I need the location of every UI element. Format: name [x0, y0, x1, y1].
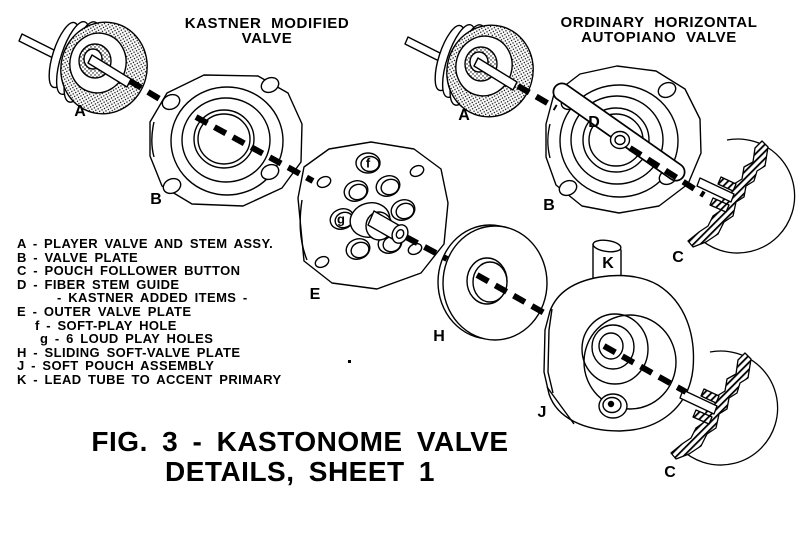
part-b-valve-plate-left [149, 74, 303, 207]
part-label-h: H [433, 328, 445, 345]
figure-caption: FIG. 3 - KASTONOME VALVE DETAILS, SHEET … [58, 427, 542, 487]
legend-line-f: f - SOFT-PLAY HOLE [35, 317, 177, 333]
legend-line-d: D - FIBER STEM GUIDE [17, 276, 180, 292]
legend-line-e: E - OUTER VALVE PLATE [17, 303, 192, 319]
part-label-d: D [588, 114, 600, 131]
part-label-j: J [537, 404, 547, 421]
part-j-soft-pouch-assembly [543, 239, 695, 432]
figure-caption-line2: DETAILS, SHEET 1 [165, 456, 435, 487]
right-diagram-title-line1: ORDINARY HORIZONTAL [560, 14, 758, 31]
legend-line-kastner-added: - KASTNER ADDED ITEMS - [57, 290, 248, 306]
part-a-player-valve [18, 20, 148, 115]
part-label-g: g [337, 211, 345, 227]
part-a-player-valve-right [404, 14, 545, 128]
part-label-f: f [365, 155, 371, 171]
legend-line-j: J - SOFT POUCH ASSEMBLY [17, 358, 215, 374]
stray-dot [348, 360, 351, 363]
left-diagram-title-line1: KASTNER MODIFIED [184, 15, 350, 32]
part-label-b-right: B [543, 197, 555, 214]
part-c-pouch-follower-button-right [687, 138, 796, 254]
right-diagram-title-line2: AUTOPIANO VALVE [581, 29, 737, 46]
figure-caption-line1: FIG. 3 - KASTONOME VALVE [91, 426, 509, 457]
right-diagram-title: ORDINARY HORIZONTAL AUTOPIANO VALVE [553, 15, 765, 45]
legend-line-g: g - 6 LOUD PLAY HOLES [40, 331, 214, 347]
part-label-e: E [309, 286, 321, 303]
part-b-valve-plate-right [545, 65, 702, 214]
legend-line-a: A - PLAYER VALVE AND STEM ASSY. [17, 236, 274, 251]
part-label-c-right: C [672, 249, 684, 266]
part-label-k: K [602, 255, 614, 272]
left-diagram-title: KASTNER MODIFIED VALVE [167, 16, 367, 46]
left-diagram-title-line2: VALVE [241, 30, 293, 47]
legend-line-h: H - SLIDING SOFT-VALVE PLATE [17, 344, 241, 360]
legend-line-b: B - VALVE PLATE [17, 249, 139, 265]
part-c-pouch-follower-button [670, 350, 779, 466]
part-h-sliding-soft-valve-plate [437, 224, 548, 341]
part-label-a-left: A [74, 103, 86, 120]
legend-line-c: C - POUCH FOLLOWER BUTTON [17, 263, 241, 279]
part-label-c-left: C [664, 464, 676, 481]
part-d-fiber-stem-guide [552, 82, 686, 182]
parts-legend: A - PLAYER VALVE AND STEM ASSY. B - VALV… [17, 237, 282, 387]
part-label-a-right: A [458, 107, 470, 124]
part-e-outer-valve-plate [297, 141, 449, 290]
legend-line-k: K - LEAD TUBE TO ACCENT PRIMARY [17, 371, 282, 387]
part-label-b-left: B [150, 191, 162, 208]
assembly-axis-dashes [128, 78, 706, 395]
